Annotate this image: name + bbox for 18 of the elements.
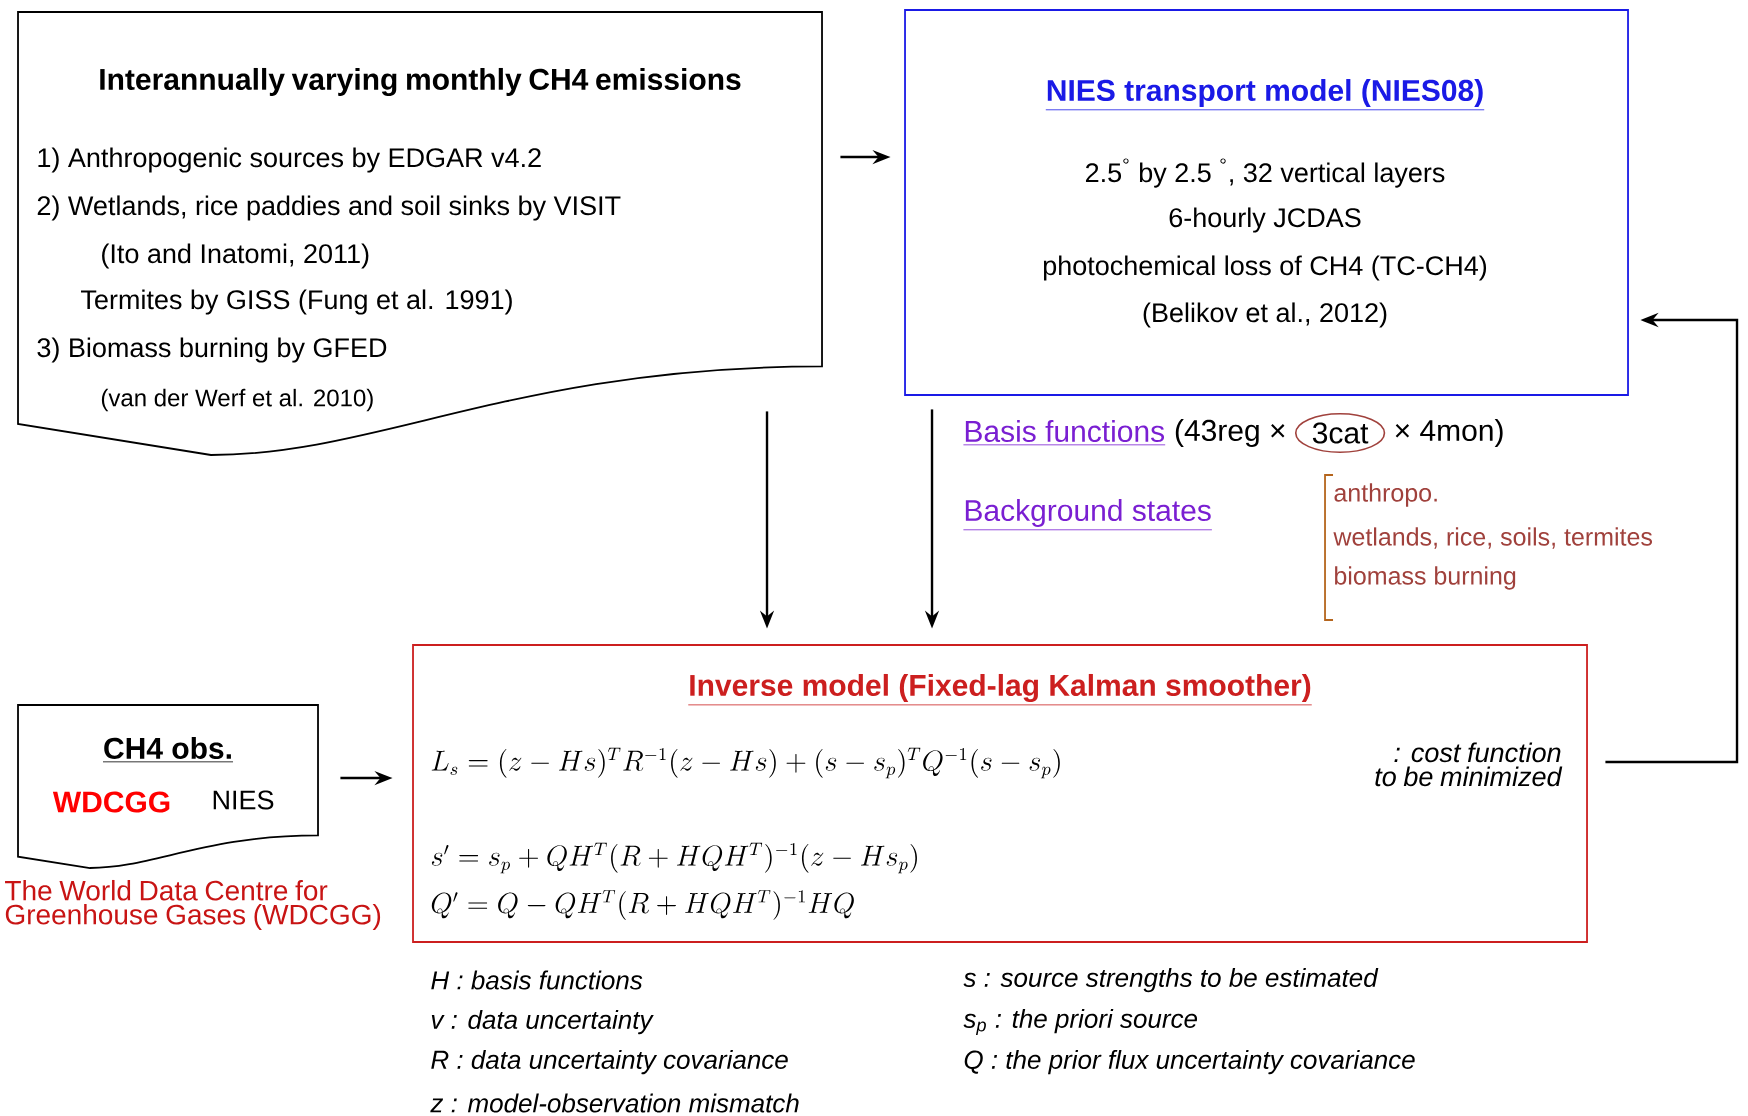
category-label: wetlands, rice, soils, termites	[1333, 527, 1652, 549]
definition-text: R : data uncertainty covariance	[431, 1049, 788, 1075]
model-box: Inverse model (Fixed-lag Kalman smoother) $L_s = (z - Hs)^T R^{-1} (z - Hs) + (s - s_p)^T Q^{-1} (s - s_p)$ : cost function to be minimized $s' = s_p + QH^T (R + HQH^T)^{-1} (z - Hs_p)$ $Q' = Q - QH^T (R + HQH^T)^{-1} HQ$	[412, 644, 1588, 943]
document-box: Interannually varying monthly CH4 emissions 1) Anthropogenic sources by EDGAR v4.2 2) Wetlands, rice paddies and soil sinks by VISIT (Ito and Inatomi, 2011) Termites by GISS (Fung et al. 1991) 3) Biomass burning by GFED (van der Werf et al. 2010)	[17, 11, 823, 456]
caption-text: The World Data Centre for Greenhouse Gases (WDCGG)	[5, 879, 381, 931]
definition-text: Q : the prior flux uncertainty covariance	[964, 1049, 1415, 1075]
definition-text: s : source strengths to be estimated	[963, 967, 1379, 993]
circled-label: 3cat	[1294, 412, 1386, 454]
link-text: Background states	[963, 499, 1213, 531]
definition-text: H : basis functions	[431, 970, 643, 990]
document-box: CH4 obs. WDCGG NIES	[17, 704, 319, 869]
definition-text: s$_{p}$ : the priori source	[963, 1008, 1198, 1036]
category-label: anthropo.	[1334, 483, 1437, 507]
model-box: NIES transport model (NIES08) 2.5$^{°}$ by 2.5 $^{°}$, 32 vertical layers 6-hourly JCDAS photochemical loss of CH4 (TC-CH4) (Belikov et al., 2012)	[904, 9, 1629, 396]
category-label: biomass burning	[1335, 566, 1516, 590]
definition-text: z : model-observation mismatch	[430, 1093, 799, 1113]
definition-text: v : data uncertainty	[431, 1009, 654, 1035]
link-text: Basis functions	[963, 420, 1166, 446]
